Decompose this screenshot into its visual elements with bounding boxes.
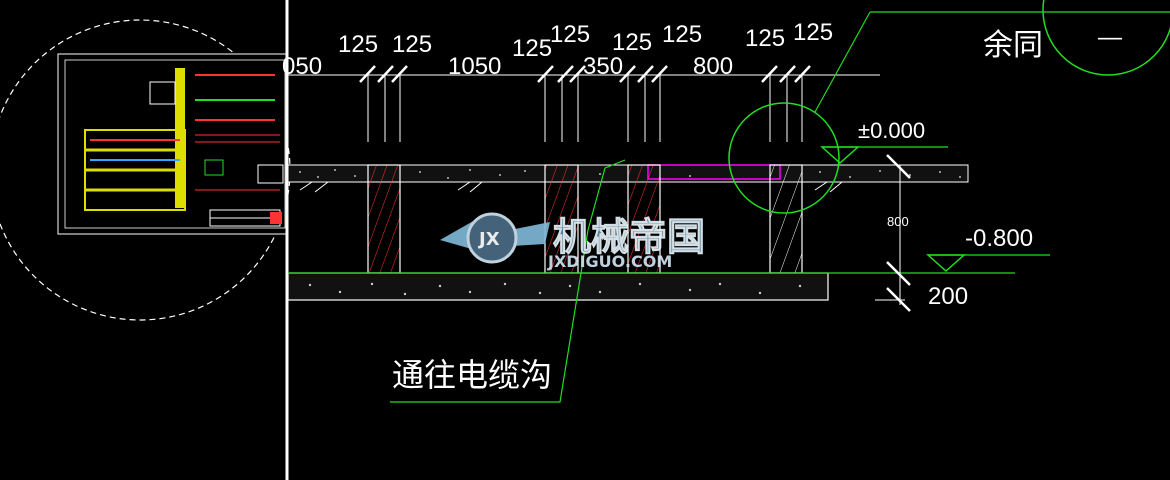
extension-lines: [367, 75, 803, 142]
dim-125: 125: [392, 31, 432, 58]
dim-1050: 1050: [448, 53, 501, 80]
depth-200-label: 200: [928, 283, 968, 310]
depth-800-label: 800: [887, 214, 909, 229]
logo-letters: JX: [477, 229, 500, 250]
wall-right: [627, 164, 661, 274]
depth-tick-mid: [886, 261, 911, 286]
elevation-zero-label: ±0.000: [858, 118, 925, 143]
dim-350: 350: [583, 53, 623, 80]
trench-leader-arrow: [604, 159, 626, 169]
detail-circle[interactable]: [728, 102, 840, 214]
overview-thumbnail: [84, 68, 284, 227]
dimension-ticks: [359, 65, 811, 83]
top-dim-labels: 125 125 125 125 125 125 125 125 050 1050…: [282, 19, 833, 80]
wing-right-icon: [510, 222, 550, 246]
section-drawing[interactable]: 125 125 125 125 125 125 125 125 050 1050…: [282, 0, 1170, 403]
dim-125: 125: [662, 21, 702, 48]
wall-center: [544, 164, 579, 274]
wall-left: [367, 164, 401, 274]
depth-tick-top: [886, 154, 911, 179]
overview-viewport[interactable]: [0, 19, 291, 321]
dim-125: 125: [612, 29, 652, 56]
dim-800: 800: [693, 53, 733, 80]
trench-leader: [390, 167, 606, 403]
reference-circle-mark: —: [1098, 24, 1122, 51]
detail-leader: [814, 11, 871, 113]
gear-logo-icon: [466, 212, 518, 264]
dim-125: 125: [550, 21, 590, 48]
watermark: JX 机械帝国 JXDIGUO.COM: [440, 212, 706, 271]
wall-far-right: [769, 164, 803, 274]
overview-frame: [57, 53, 289, 235]
base-slab: [287, 272, 829, 301]
elevation-minus-marker: -0.800: [926, 225, 1050, 273]
reference-circle: [1042, 0, 1170, 76]
elevation-minus-label: -0.800: [965, 225, 1033, 252]
cable-trench-label: 通往电缆沟: [392, 357, 552, 393]
dim-125: 125: [793, 19, 833, 46]
dim-125: 125: [338, 31, 378, 58]
base-aggregate: [308, 282, 802, 296]
watermark-en: JXDIGUO.COM: [547, 252, 672, 271]
dim-125: 125: [512, 35, 552, 62]
elevation-zero-marker: ±0.000: [820, 118, 948, 165]
watermark-cn: 机械帝国: [553, 215, 705, 259]
same-as-label: 余同: [983, 29, 1043, 62]
dim-125: 125: [745, 25, 785, 52]
dim-050: 050: [282, 53, 322, 80]
overview-inner-frame: [64, 59, 286, 229]
